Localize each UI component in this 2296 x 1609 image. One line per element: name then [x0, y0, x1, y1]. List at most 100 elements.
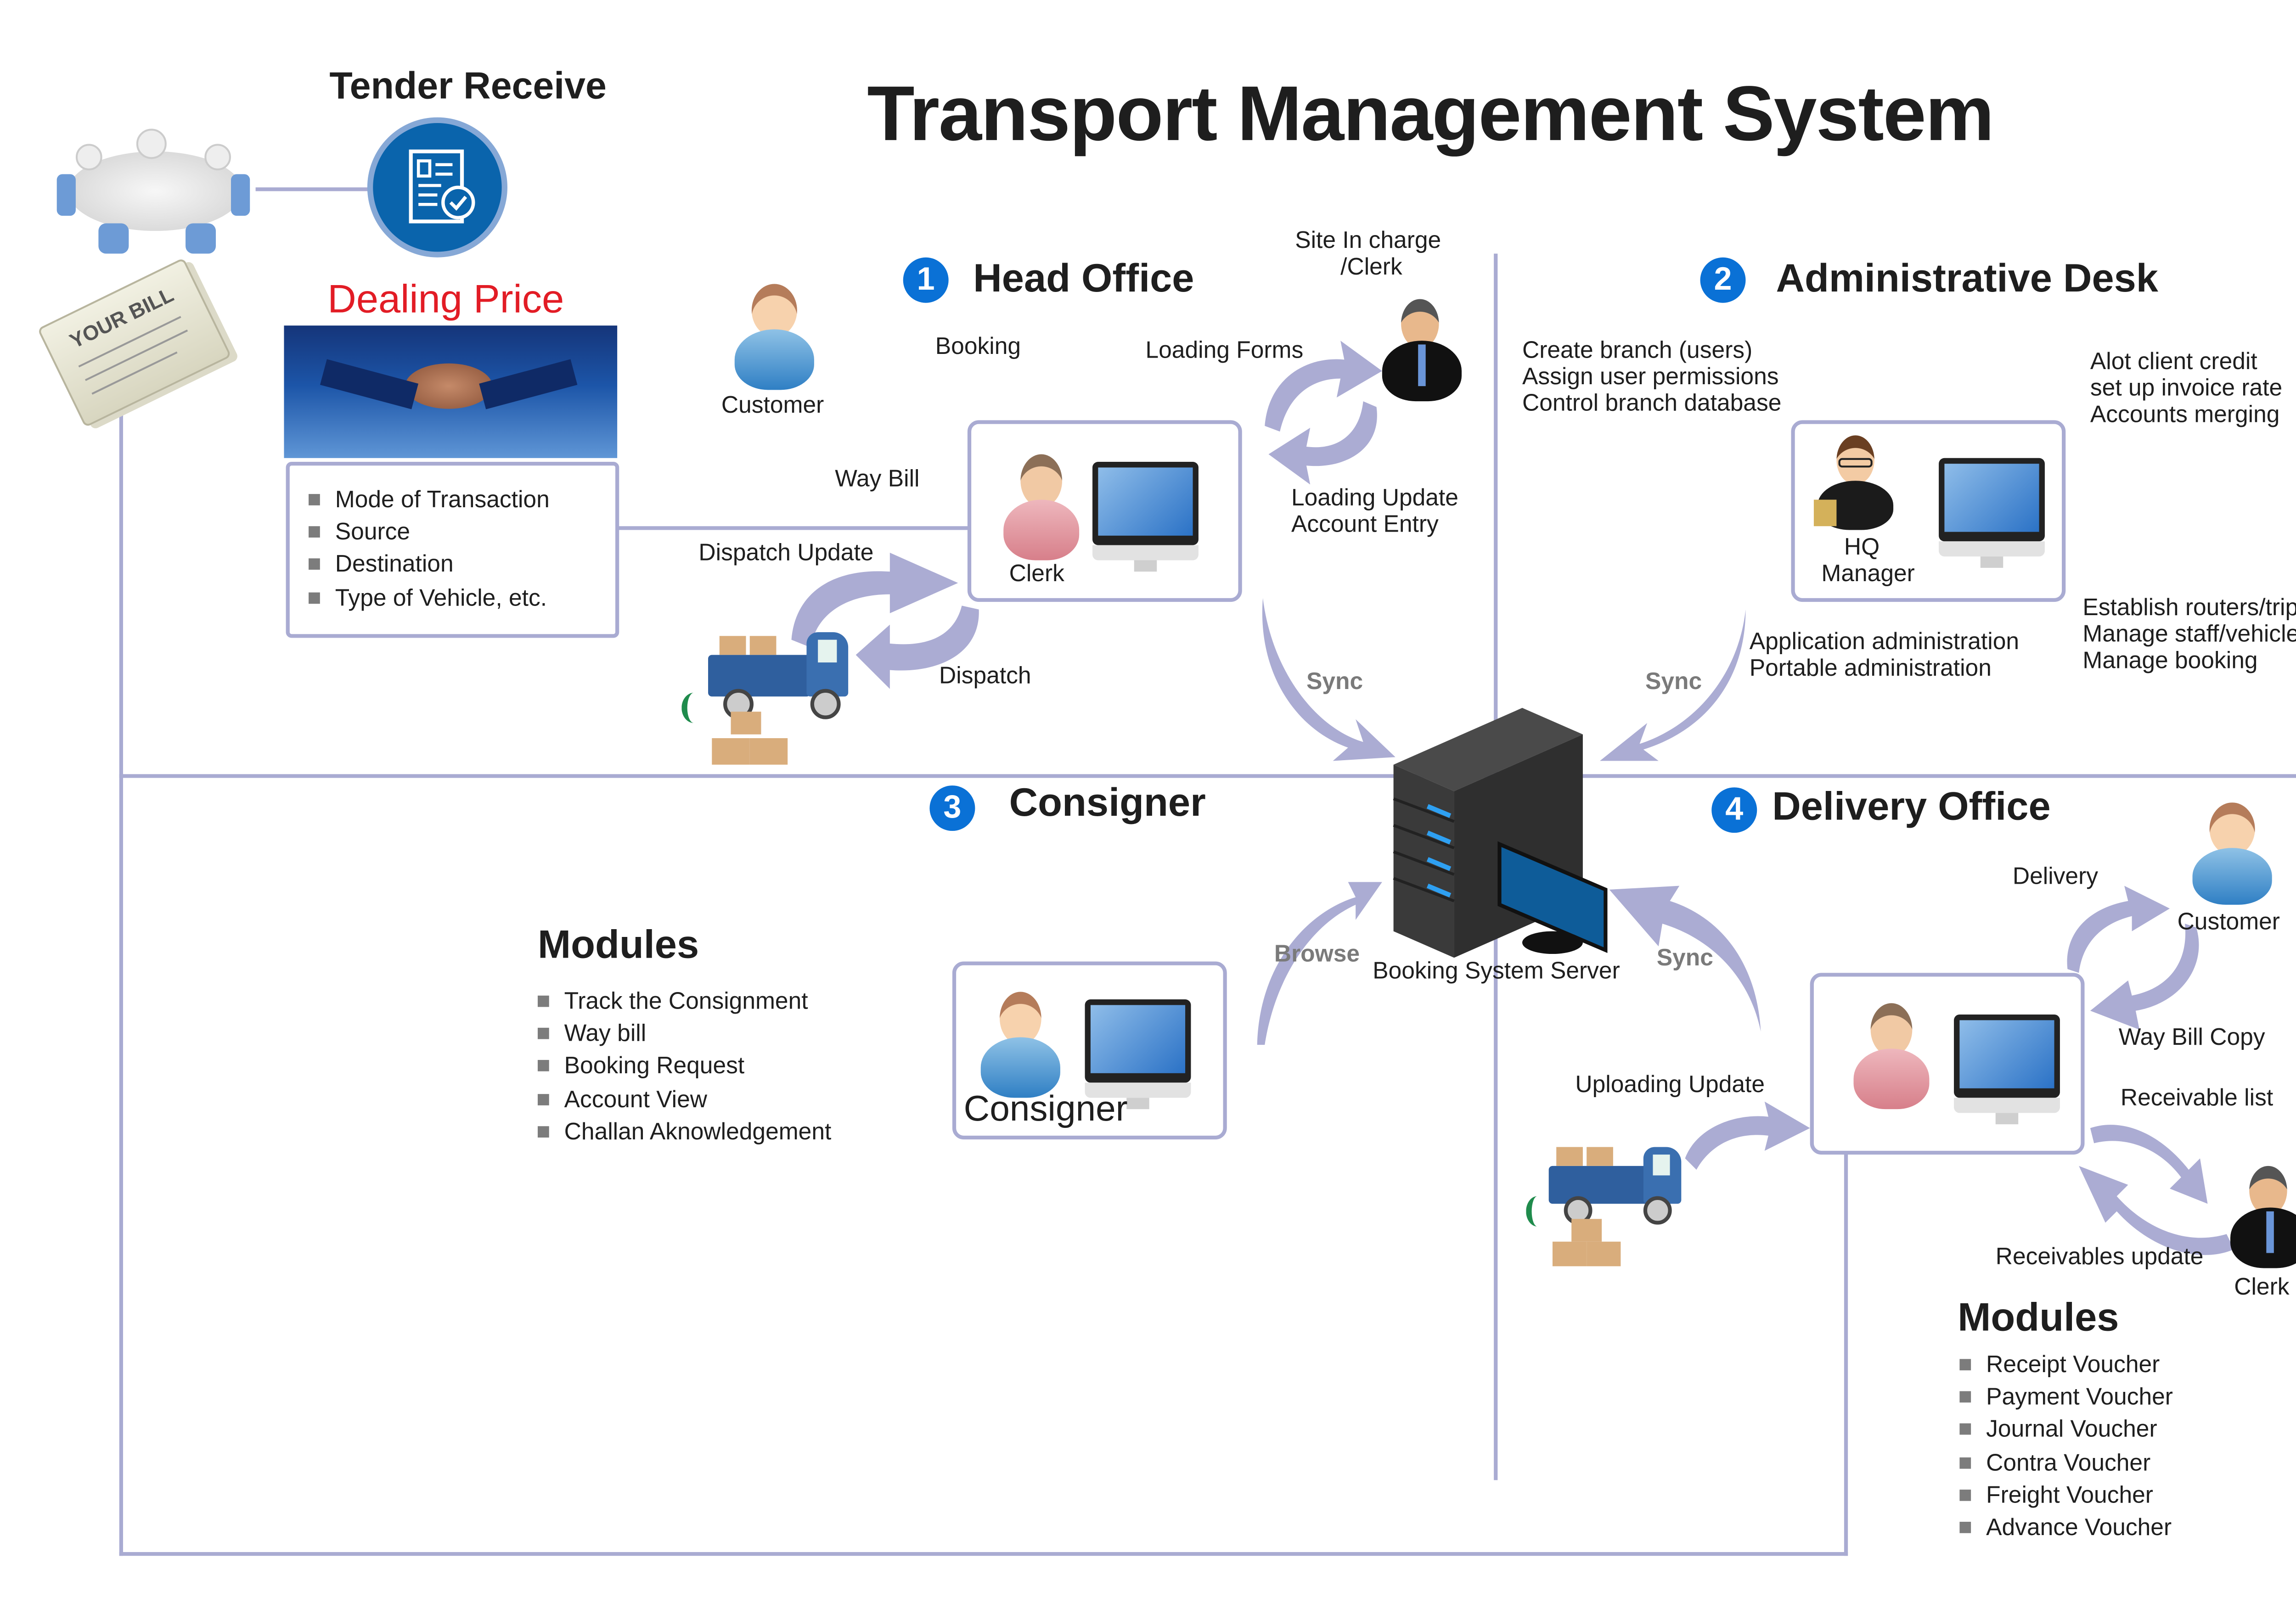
consigner-person-icon [979, 992, 1062, 1102]
arrow-dispatch [855, 605, 979, 689]
customer-label: Customer [721, 392, 824, 419]
arrow-dispatch-update [791, 552, 958, 648]
consigner-modules-list: Track the Consignment Way bill Booking R… [534, 986, 832, 1149]
sync-label: Sync [1656, 944, 1713, 971]
head-office-title: Head Office [973, 257, 1194, 301]
hq-manager-label: HQ [1844, 533, 1880, 561]
list-item: Source [305, 517, 550, 549]
loading-forms-label: Loading Forms [1145, 336, 1304, 364]
section-number-badge: 4 [1711, 787, 1757, 833]
admin-task: Portable administration [1749, 655, 1992, 682]
admin-task: Application administration [1749, 628, 2020, 655]
server-icon [1390, 704, 1613, 958]
divider-left-vertical [119, 409, 124, 1556]
arrow-sync-admin [1600, 609, 1746, 761]
arrow-delivery [2067, 886, 2170, 973]
arrow-uploading-update [1685, 1101, 1810, 1170]
admin-task: Establish routers/trips [2082, 594, 2296, 621]
way-bill-copy-label: Way Bill Copy [2118, 1024, 2265, 1051]
consigner-box-label: Consigner [963, 1090, 1128, 1130]
handshake-icon [284, 325, 618, 458]
document-check-icon [367, 117, 507, 258]
consigner-workstation-box: Consigner [952, 961, 1227, 1140]
divider-bottom [119, 1552, 1848, 1556]
dispatch-update-label: Dispatch Update [698, 539, 874, 566]
admin-task: Alot client credit [2090, 348, 2257, 375]
sync-label: Sync [1645, 668, 1702, 695]
arrow-receivables-update [2079, 1166, 2234, 1255]
admin-task: Manage staff/vehicles [2082, 621, 2296, 648]
tender-details-box: Mode of Transaction Source Destination T… [286, 462, 619, 638]
site-incharge-icon [1379, 299, 1466, 405]
meeting-table-icon [42, 118, 269, 261]
dealing-price-label: Dealing Price [327, 278, 564, 322]
customer-icon [731, 284, 818, 393]
receivable-list-label: Receivable list [2120, 1084, 2273, 1111]
connector-details-clerk [617, 526, 970, 530]
site-incharge-label-2: /Clerk [1340, 253, 1402, 280]
delivery-office-title: Delivery Office [1772, 785, 2051, 829]
arrow-sync-delivery [1609, 886, 1761, 1032]
hq-manager-icon [1813, 435, 1897, 530]
admin-task: Accounts merging [2090, 401, 2280, 428]
truck-icon [681, 621, 860, 772]
consigner-modules-title: Modules [537, 924, 699, 967]
delivery-clerk-icon [2227, 1166, 2296, 1272]
tender-receive-title: Tender Receive [329, 66, 607, 108]
admin-task: Control branch database [1522, 390, 1782, 417]
way-bill-label: Way Bill [835, 465, 920, 493]
admin-task: Assign user permissions [1522, 363, 1779, 390]
server-label: Booking System Server [1373, 958, 1620, 985]
arrow-way-bill-copy [2090, 924, 2199, 1030]
delivery-customer-label: Customer [2177, 908, 2280, 935]
list-item: Way bill [534, 1019, 832, 1051]
delivery-modules-title: Modules [1958, 1296, 2119, 1340]
delivery-clerk-label: Clerk [2234, 1273, 2290, 1301]
section-number-badge: 3 [929, 785, 975, 831]
arrow-browse [1257, 882, 1382, 1045]
sync-label: Sync [1306, 668, 1363, 695]
arrow-loading-update [1268, 401, 1377, 485]
uploading-update-label: Uploading Update [1575, 1071, 1765, 1098]
account-entry-label: Account Entry [1291, 511, 1439, 538]
site-incharge-label: Site In charge [1295, 227, 1441, 254]
arrow-loading-forms [1265, 341, 1382, 432]
section-number-badge: 1 [903, 257, 949, 303]
delivery-workstation-box [1810, 973, 2085, 1155]
list-item: Freight Voucher [1956, 1480, 2173, 1512]
receivables-update-label: Receivables update [1995, 1243, 2204, 1270]
list-item: Destination [305, 549, 550, 582]
truck-icon [1526, 1136, 1704, 1272]
list-item: Receipt Voucher [1956, 1350, 2173, 1382]
clerk-female-icon [1002, 454, 1081, 564]
arrow-receivable-list [2090, 1125, 2208, 1204]
page-title: Transport Management System [867, 70, 1994, 157]
list-item: Type of Vehicle, etc. [305, 582, 550, 615]
loading-update-label: Loading Update [1291, 484, 1458, 511]
list-item: Track the Consignment [534, 986, 832, 1019]
list-item: Advance Voucher [1956, 1512, 2173, 1545]
hq-manager-workstation-box: HQ Manager [1791, 420, 2066, 602]
section-number-badge: 2 [1700, 257, 1746, 303]
arrow-sync-head-office [1262, 598, 1396, 761]
list-item: Contra Voucher [1956, 1447, 2173, 1480]
consigner-title: Consigner [1009, 781, 1206, 825]
divider-horizontal-main [119, 774, 2296, 778]
admin-desk-title: Administrative Desk [1776, 257, 2159, 301]
admin-task: Manage booking [2082, 647, 2258, 674]
delivery-customer-icon [2189, 802, 2276, 908]
delivery-label: Delivery [2012, 863, 2099, 890]
connector-tender [255, 187, 373, 191]
divider-delivery-vertical [1844, 1143, 1848, 1556]
list-item: Mode of Transaction [305, 485, 550, 517]
delivery-modules-list: Receipt Voucher Payment Voucher Journal … [1956, 1350, 2173, 1545]
clerk-label: Clerk [1009, 560, 1064, 587]
delivery-clerk-female-icon [1851, 1003, 1931, 1113]
list-item: Journal Voucher [1956, 1415, 2173, 1447]
list-item: Booking Request [534, 1051, 832, 1084]
browse-label: Browse [1274, 941, 1360, 967]
clerk-workstation-box: Clerk [967, 420, 1242, 602]
admin-task: set up invoice rate [2090, 375, 2283, 402]
